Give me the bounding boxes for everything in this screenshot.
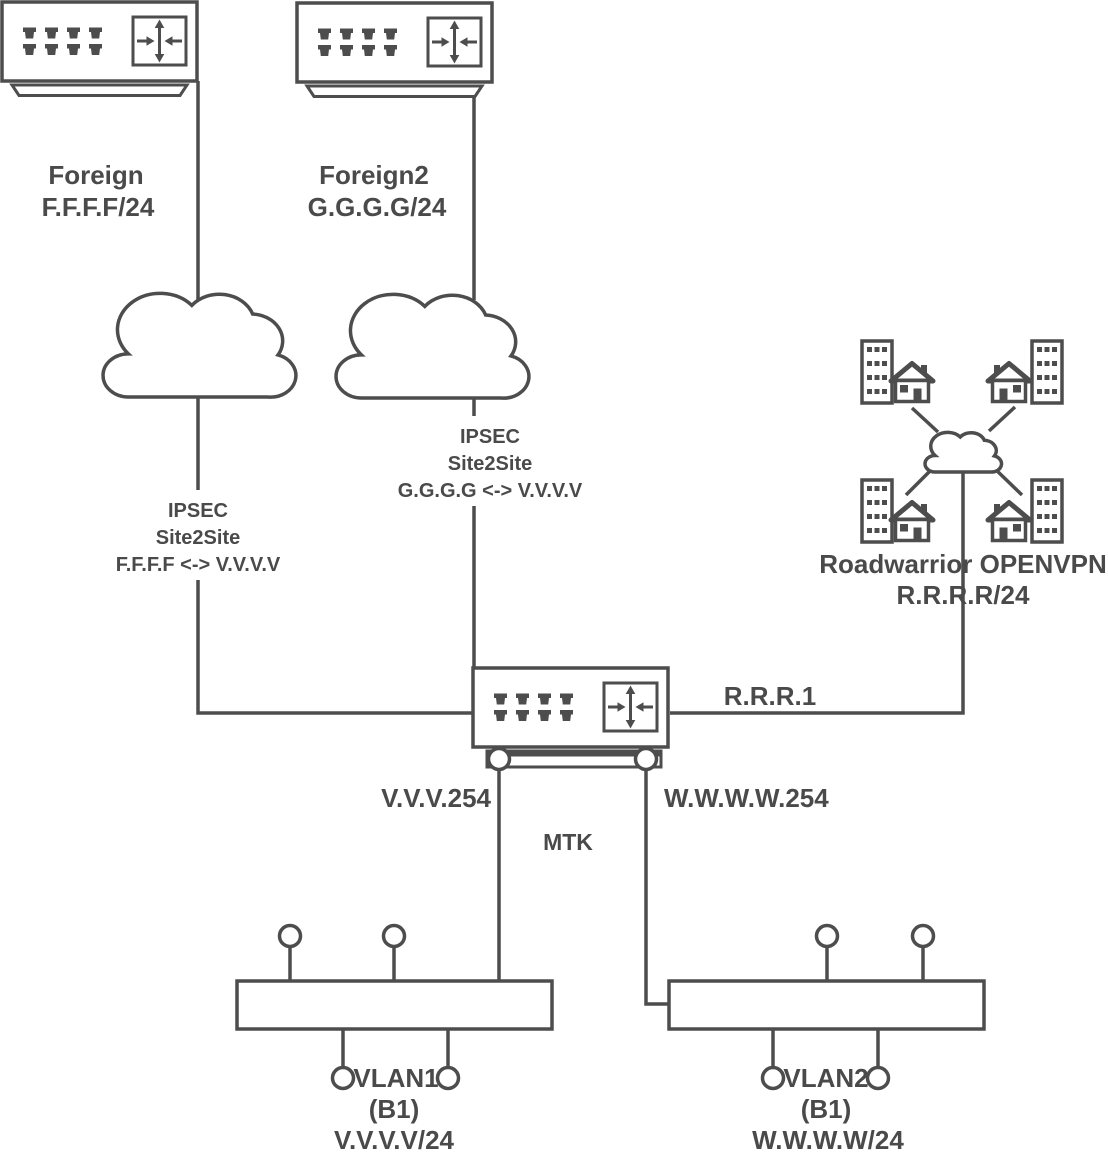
tunnel1-peers: F.F.F.F <-> V.V.V.V [116,554,281,576]
roadwarrior-site-bottom-right [988,478,1064,544]
vlan2-host-node [760,1065,786,1091]
vlan2-host-node [910,923,936,949]
foreign2-subnet-label: G.G.G.G/24 [308,192,447,222]
tunnel2-label: IPSEC Site2Site G.G.G.G <-> V.V.V.V [398,426,583,502]
roadwarrior-subnet-label: R.R.R.R/24 [897,580,1030,610]
foreign-name-label: Foreign [48,160,143,190]
vlan2-subnet-label: W.W.W.W/24 [752,1125,904,1155]
roadwarrior-site-top-right [988,339,1064,405]
link-cloud1-to-router [196,388,473,715]
vlan1-bridge-label: (B1) [369,1094,420,1124]
vlan1-segment [235,923,554,1091]
tunnel2-protocol: IPSEC [460,426,520,448]
tunnel1-label-mask [189,490,207,580]
tunnel2-type: Site2Site [448,453,532,475]
roadwarrior-name-label: Roadwarrior OPENVPN [819,549,1107,579]
foreign2-name-label: Foreign2 [319,160,429,190]
tunnel2-peers: G.G.G.G <-> V.V.V.V [398,480,583,502]
roadwarrior-cloud [924,431,1003,473]
mtk-port-vlan2 [633,746,659,772]
tunnel1-label: IPSEC Site2Site F.F.F.F <-> V.V.V.V [116,500,281,576]
roadwarrior-site-top-left [860,339,933,405]
vlan1-host-node [381,923,407,949]
link-router-to-roadwarrior [670,455,965,715]
foreign-router-icon [2,2,197,96]
vlan1-gateway-label: V.V.V.254 [381,783,491,813]
vlan2-switch-bar [667,979,986,1031]
roadwarrior-gateway-label: R.R.R.1 [724,681,816,711]
tunnel2-label-mask [465,416,483,506]
vlan1-host-node [330,1065,356,1091]
vlan2-host-node [865,1065,891,1091]
vlan1-subnet-label: V.V.V.V/24 [334,1125,455,1155]
internet-cloud-1 [103,293,296,397]
vlan1-name-label: VLAN1 [353,1063,438,1093]
vlan2-segment [667,923,986,1091]
tunnel1-protocol: IPSEC [168,500,228,522]
vlan2-gateway-label: W.W.W.W.254 [664,783,829,813]
vlan1-host-node [435,1065,461,1091]
mtk-router-icon [473,668,668,772]
mtk-port-vlan1 [486,746,512,772]
tunnel1-type: Site2Site [156,527,240,549]
foreign2-router-icon [297,3,492,97]
vlan1-switch-bar [235,979,554,1031]
vlan2-bridge-label: (B1) [801,1094,852,1124]
vlan1-host-node [277,923,303,949]
mtk-router-label: MTK [543,829,593,855]
internet-cloud-2 [336,294,529,398]
roadwarrior-site-bottom-left [860,478,933,544]
link-router-to-vlan2 [644,765,669,1006]
vlan2-host-node [814,923,840,949]
foreign-subnet-label: F.F.F.F/24 [42,192,155,222]
vlan2-name-label: VLAN2 [783,1063,868,1093]
